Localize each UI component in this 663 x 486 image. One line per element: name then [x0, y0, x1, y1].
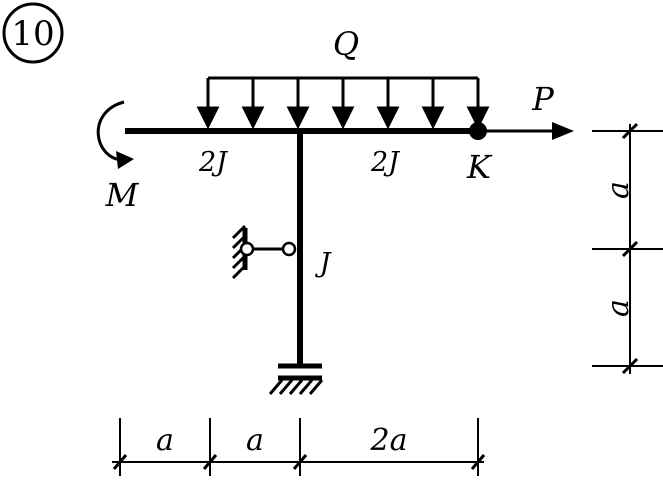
bottom-dimension [112, 418, 486, 476]
force-p-label: P [531, 80, 554, 118]
support-wall-hatching [231, 224, 247, 280]
column-stiffness-label: J [315, 248, 333, 279]
right-dimension [592, 122, 663, 375]
point-k-label: K [466, 148, 493, 186]
link-pin-left [239, 241, 255, 257]
right-dim-label-1: a [601, 181, 636, 199]
left-beam-stiffness-label: 2J [198, 147, 229, 178]
bottom-dim-label-1: a [156, 423, 174, 458]
moment-m-label: M [105, 176, 140, 214]
side-link-support [231, 224, 297, 280]
problem-number-badge: 10 [2, 2, 64, 64]
fixed-support-hatching [268, 379, 324, 395]
joint-k-marker [469, 122, 487, 140]
fixed-support [268, 363, 324, 395]
moment-m-arrow [96, 100, 134, 169]
right-dim-label-2: a [601, 299, 636, 317]
bottom-dim-label-3: 2a [370, 423, 408, 458]
problem-number: 10 [11, 14, 54, 54]
link-pin-right [281, 241, 297, 257]
distributed-load-arrows [196, 78, 490, 130]
bottom-dim-label-2: a [246, 423, 264, 458]
right-beam-stiffness-label: 2J [370, 147, 401, 178]
distributed-load-label: Q [333, 25, 359, 63]
force-p-arrow [484, 122, 574, 140]
distributed-load [196, 76, 490, 130]
